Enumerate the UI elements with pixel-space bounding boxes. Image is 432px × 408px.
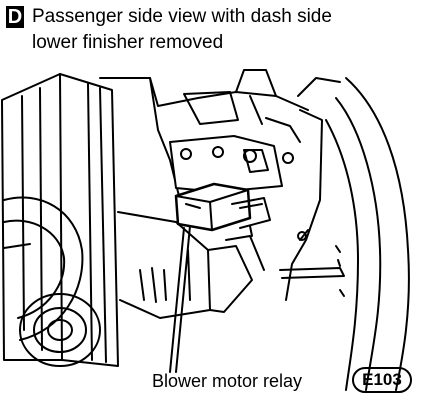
callout-leader-line: [169, 225, 191, 373]
component-callout: Blower motor relay E103: [0, 366, 432, 396]
dash-side-pillar: [1, 73, 119, 367]
blower-motor-relay: [174, 182, 271, 237]
diagram-title-line-2: lower finisher removed: [32, 32, 224, 53]
view-letter-badge: D: [6, 6, 24, 28]
lower-duct-housing: [117, 211, 265, 319]
door-opening: [325, 77, 410, 391]
dash-side-panel: [279, 109, 345, 301]
relay-bracket: [169, 135, 294, 193]
blower-duct: [3, 196, 101, 367]
component-label: Blower motor relay: [152, 371, 303, 391]
diagram-title-line-1: Passenger side view with dash side: [32, 6, 332, 27]
connector-code-badge: E103: [352, 367, 412, 393]
